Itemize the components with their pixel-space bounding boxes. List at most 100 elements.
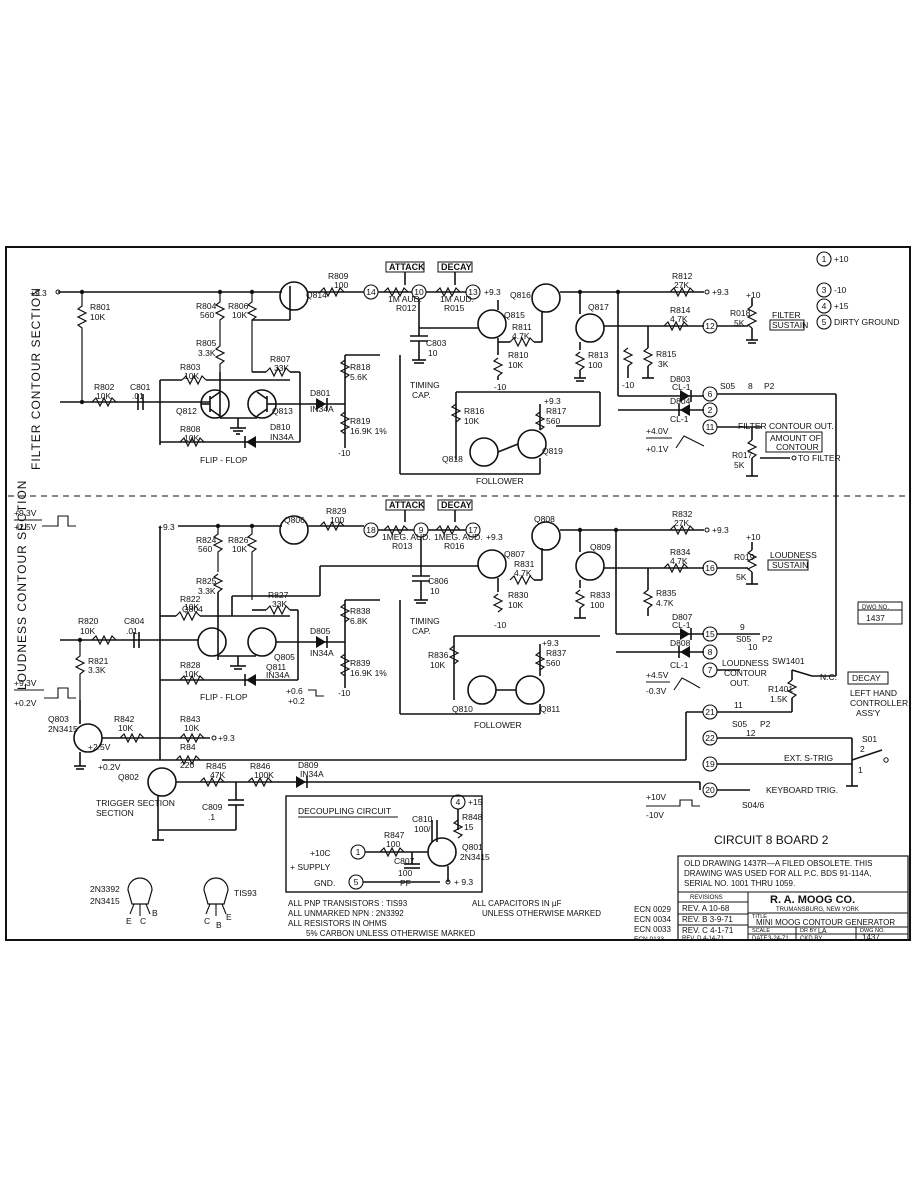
svg-text:Q816: Q816	[510, 290, 531, 300]
svg-text:+10C: +10C	[310, 848, 331, 858]
svg-text:5: 5	[822, 317, 827, 327]
svg-text:C: C	[204, 916, 210, 926]
svg-text:33K: 33K	[272, 599, 287, 609]
svg-text:2N3415: 2N3415	[48, 724, 78, 734]
svg-text:D805: D805	[310, 626, 331, 636]
svg-text:R835: R835	[656, 588, 677, 598]
svg-text:IN34A: IN34A	[310, 404, 334, 414]
svg-text:+2.5V: +2.5V	[14, 522, 37, 532]
svg-text:TRUMANSBURG, NEW YORK: TRUMANSBURG, NEW YORK	[776, 907, 859, 913]
svg-text:TIS93: TIS93	[234, 888, 257, 898]
svg-text:FLIP - FLOP: FLIP - FLOP	[200, 692, 248, 702]
svg-text:R802: R802	[94, 382, 115, 392]
ecn-list: ECN 0029 ECN 0034 ECN 0033 ECN 0133	[634, 905, 671, 943]
svg-text:10K: 10K	[232, 310, 247, 320]
svg-text:SUSTAIN: SUSTAIN	[772, 320, 808, 330]
svg-text:21: 21	[705, 707, 715, 717]
svg-text:+9.3: +9.3	[158, 522, 175, 532]
filter-section-label: FILTER CONTOUR SECTION	[29, 287, 43, 470]
svg-text:R84: R84	[180, 742, 196, 752]
svg-text:10: 10	[430, 586, 440, 596]
svg-text:11: 11	[706, 422, 715, 432]
q802-transistor	[147, 767, 177, 797]
svg-text:SUSTAIN: SUSTAIN	[772, 560, 808, 570]
svg-text:5K: 5K	[736, 572, 747, 582]
svg-text:3: 3	[822, 285, 827, 295]
svg-text:TIMING: TIMING	[410, 380, 440, 390]
svg-text:+10: +10	[834, 254, 849, 264]
svg-text:SECTION: SECTION	[96, 808, 134, 818]
svg-text:16.9K 1%: 16.9K 1%	[350, 668, 387, 678]
svg-text:1M AUD.: 1M AUD.	[440, 294, 474, 304]
svg-text:+0.2: +0.2	[288, 696, 305, 706]
svg-text:TITLE: TITLE	[752, 914, 767, 920]
svg-text:2: 2	[860, 744, 865, 754]
svg-text:ECN 0133: ECN 0133	[634, 936, 664, 943]
svg-text:5K: 5K	[734, 460, 745, 470]
svg-text:R837: R837	[546, 648, 567, 658]
svg-text:4.7K: 4.7K	[670, 556, 688, 566]
svg-text:+2.5V: +2.5V	[88, 742, 111, 752]
svg-text:16.9K 1%: 16.9K 1%	[350, 426, 387, 436]
svg-text:560: 560	[546, 658, 560, 668]
svg-text:REV. D 4-14-71: REV. D 4-14-71	[682, 936, 724, 942]
svg-text:S01: S01	[862, 734, 877, 744]
svg-text:Q818: Q818	[442, 454, 463, 464]
svg-text:S05: S05	[736, 634, 751, 644]
svg-text:+ 9.3: + 9.3	[454, 877, 473, 887]
svg-text:R822: R822	[180, 594, 201, 604]
svg-text:R817: R817	[546, 406, 567, 416]
general-notes: ALL PNP TRANSISTORS : TIS93 ALL UNMARKED…	[288, 899, 601, 938]
svg-text:1MEG. AUD.: 1MEG. AUD.	[434, 532, 483, 542]
svg-text:Q804: Q804	[182, 604, 203, 614]
svg-text:FILTER: FILTER	[772, 310, 801, 320]
svg-text:R831: R831	[514, 559, 535, 569]
svg-text:R820: R820	[78, 616, 99, 626]
svg-text:LA: LA	[818, 928, 827, 935]
svg-text:D803: D803	[670, 374, 691, 384]
q808-transistor	[531, 521, 561, 551]
svg-text:IN34A: IN34A	[266, 670, 290, 680]
svg-text:100: 100	[334, 280, 348, 290]
svg-text:Q809: Q809	[590, 542, 611, 552]
svg-text:22: 22	[705, 733, 715, 743]
svg-text:+4.0V: +4.0V	[646, 426, 669, 436]
svg-text:UNLESS OTHERWISE MARKED: UNLESS OTHERWISE MARKED	[482, 909, 601, 918]
svg-text:-10: -10	[338, 448, 351, 458]
svg-text:ALL PNP TRANSISTORS : TIS93: ALL PNP TRANSISTORS : TIS93	[288, 899, 408, 908]
svg-text:-10: -10	[622, 380, 635, 390]
q817-transistor	[575, 313, 605, 343]
svg-text:SW1401: SW1401	[772, 656, 805, 666]
svg-text:-10: -10	[494, 382, 507, 392]
svg-text:R824: R824	[196, 535, 217, 545]
svg-text:REV. C 4-1-71: REV. C 4-1-71	[682, 926, 734, 935]
svg-text:R821: R821	[88, 656, 109, 666]
svg-text:+9.3: +9.3	[486, 532, 503, 542]
svg-text:Q806: Q806	[284, 515, 305, 525]
svg-text:PF: PF	[400, 878, 411, 888]
svg-text:+10: +10	[746, 532, 761, 542]
svg-text:P2: P2	[764, 381, 775, 391]
svg-text:560: 560	[200, 310, 214, 320]
svg-text:R842: R842	[114, 714, 135, 724]
svg-text:12: 12	[705, 321, 715, 331]
svg-text:R816: R816	[464, 406, 485, 416]
svg-text:ASS'Y: ASS'Y	[856, 708, 881, 718]
svg-text:5: 5	[354, 877, 359, 887]
svg-text:17: 17	[468, 525, 478, 535]
svg-text:10K: 10K	[464, 416, 479, 426]
svg-text:+15: +15	[468, 797, 483, 807]
svg-text:ECN 0033: ECN 0033	[634, 925, 671, 934]
svg-text:IN34A: IN34A	[300, 769, 324, 779]
svg-text:1: 1	[822, 254, 827, 264]
svg-text:10: 10	[428, 348, 438, 358]
svg-text:Q811: Q811	[266, 662, 286, 672]
svg-text:S05: S05	[732, 719, 747, 729]
svg-text:C: C	[140, 916, 146, 926]
svg-text:100: 100	[330, 515, 344, 525]
svg-text:5.6K: 5.6K	[350, 372, 368, 382]
svg-text:100: 100	[588, 360, 602, 370]
svg-text:8: 8	[708, 647, 713, 657]
